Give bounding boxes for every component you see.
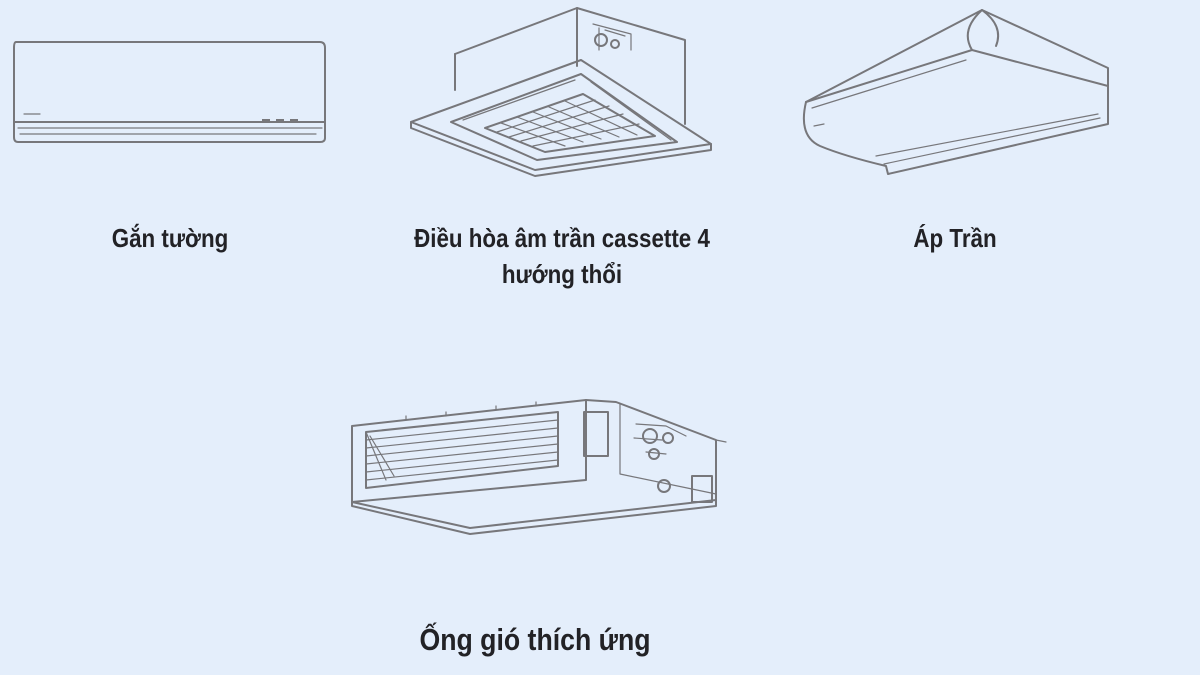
caption-wall-mounted: Gắn tường xyxy=(111,223,229,253)
caption-ceiling-suspended: Áp Trần xyxy=(913,223,997,253)
wall-mounted-ac-icon xyxy=(10,38,326,146)
caption-ceiling-cassette: Điều hòa âm trần cassette 4 hướng thổi xyxy=(414,223,710,289)
ceiling-suspended-ac-icon xyxy=(796,6,1116,182)
ceiling-cassette-ac-icon xyxy=(405,4,715,177)
ducted-ac-icon xyxy=(346,396,736,538)
caption-ducted: Ống gió thích ứng xyxy=(419,622,651,657)
